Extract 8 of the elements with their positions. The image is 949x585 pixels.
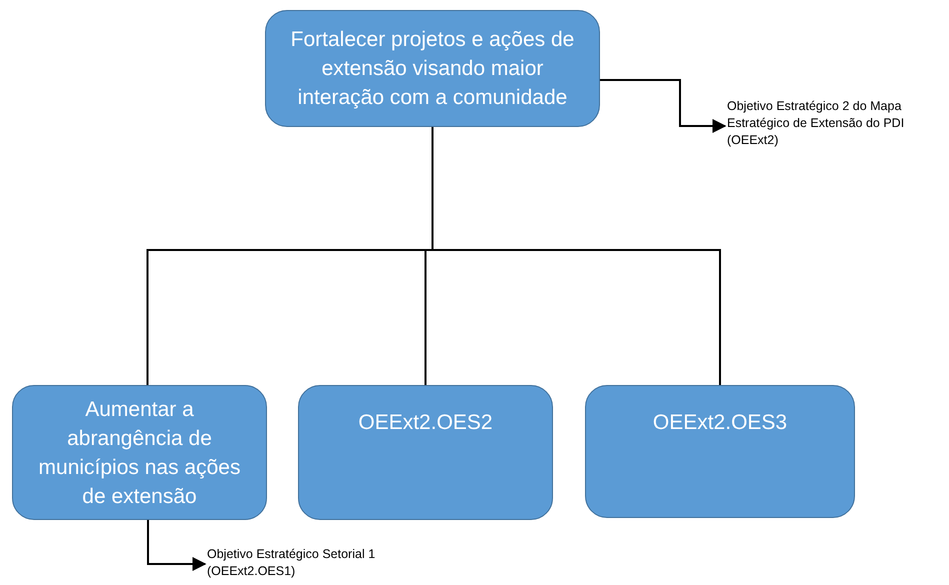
process-box: OEExt2.OES3 [585,385,855,518]
note-text: Objetivo Estratégico Setorial 1 (OEExt2.OES1) [207,546,427,582]
process-box: Aumentar a abrangência de municípios nas ações de extensão [12,385,267,520]
arrow [147,520,206,571]
process-box: Fortalecer projetos e ações de extensão visando maior interação com a comunidade [265,10,600,127]
note-text: Objetivo Estratégico 2 do Mapa Estratégico de Extensão do PDI (OEExt2) [727,98,945,158]
process-box: OEExt2.OES2 [298,385,553,520]
arrow [600,79,726,133]
